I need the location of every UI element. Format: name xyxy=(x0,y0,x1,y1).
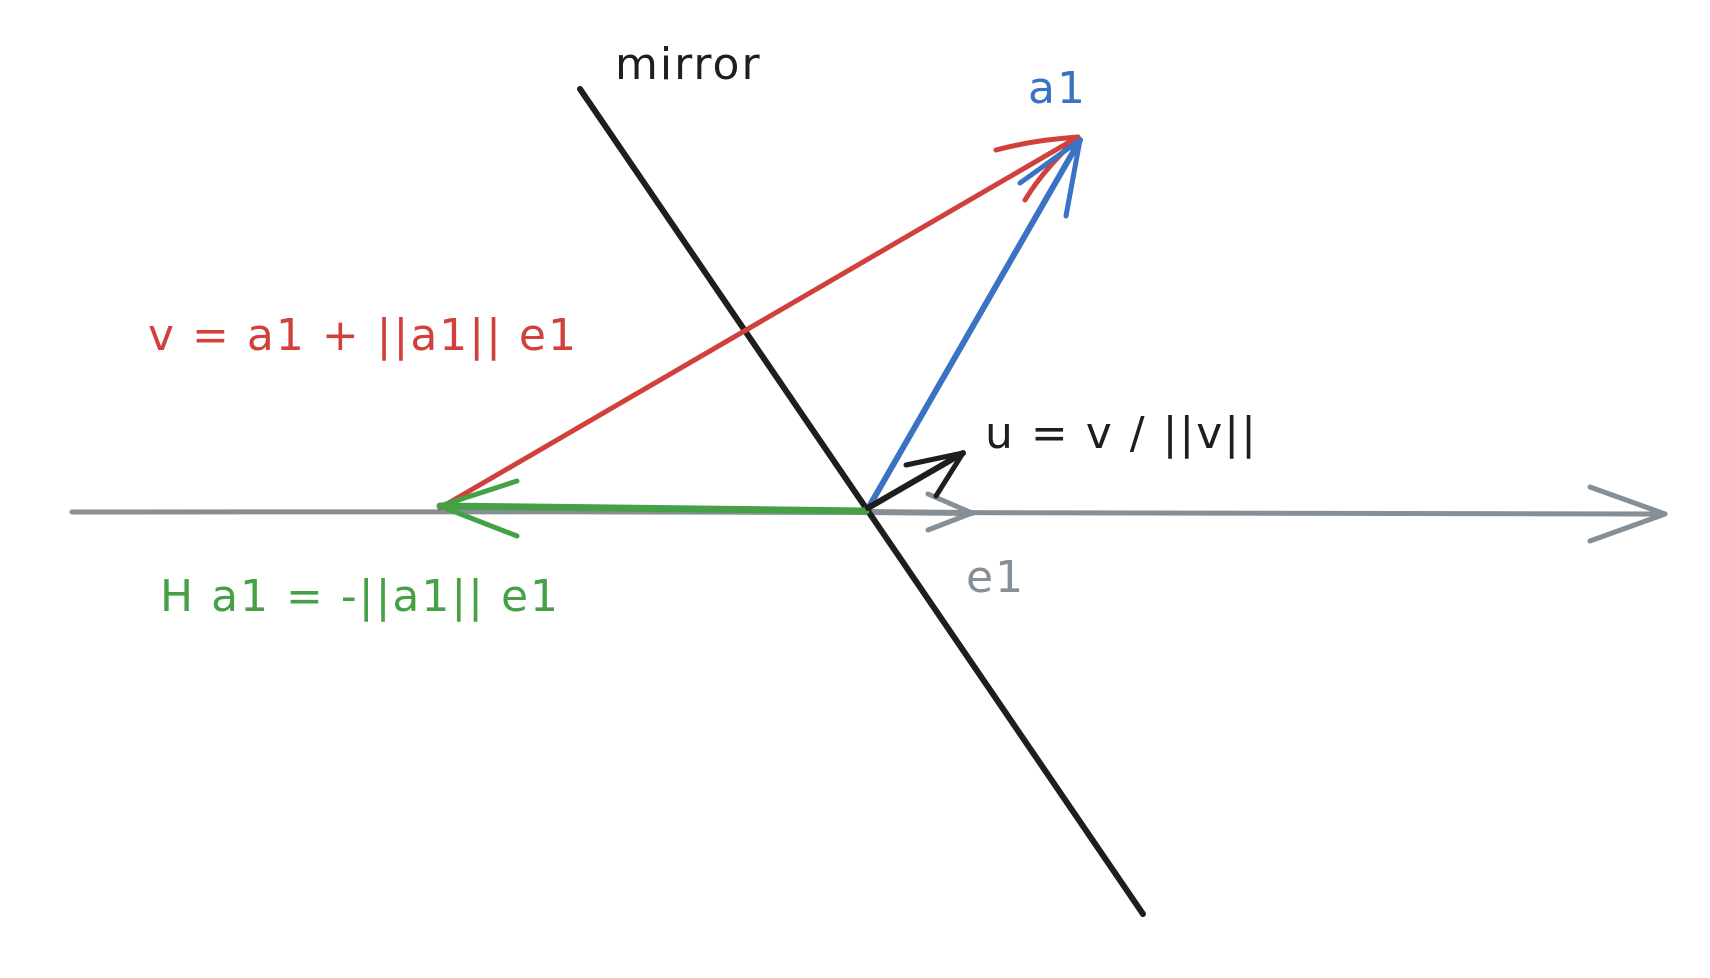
mirror-line xyxy=(577,86,1146,917)
v-equation-label: v = a1 + ||a1|| e1 xyxy=(148,310,578,361)
v-vector xyxy=(437,134,1081,511)
e1-label: e1 xyxy=(966,552,1025,603)
a1-vector xyxy=(867,137,1083,508)
a1-label: a1 xyxy=(1028,63,1087,114)
h-a1-equation-label: H a1 = -||a1|| e1 xyxy=(160,571,560,622)
mirror-label: mirror xyxy=(615,39,762,90)
u-equation-label: u = v / ||v|| xyxy=(985,408,1258,459)
h-a1-vector xyxy=(436,478,870,539)
e1-arrow xyxy=(865,491,975,533)
u-vector xyxy=(865,450,966,511)
